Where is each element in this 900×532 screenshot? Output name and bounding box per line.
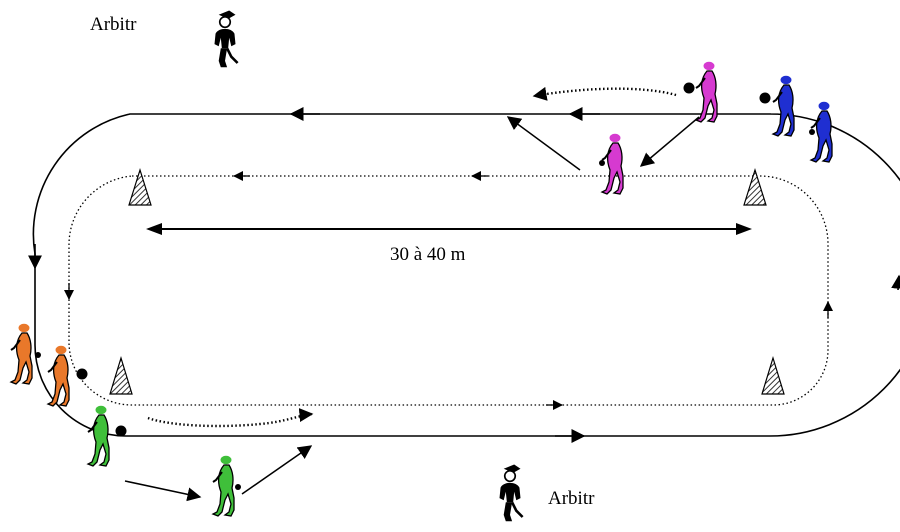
striped-cone-icon [109, 355, 133, 395]
move-arrow-green-up-right [241, 445, 313, 495]
ball-icon [809, 129, 815, 135]
referee-icon [498, 463, 524, 523]
running-player-icon [212, 454, 235, 517]
ball-run-arrow-bottom [147, 408, 314, 428]
distance-label: 30 à 40 m [390, 244, 466, 265]
ball-icon [599, 160, 605, 166]
referee-label: Arbitr [548, 488, 595, 509]
ball-icon [683, 82, 695, 94]
move-arrow-pink-down-left [639, 116, 700, 167]
ball-icon [35, 352, 41, 358]
running-player-icon [10, 322, 33, 385]
striped-cone-icon [743, 167, 767, 206]
ball-run-arrow-top [532, 86, 677, 101]
running-player-icon [601, 132, 624, 195]
referee-icon [213, 9, 239, 69]
outer-track [32, 113, 900, 437]
striped-cone-icon [761, 355, 785, 395]
running-player-icon [87, 404, 110, 467]
outer-arrow-right [891, 274, 900, 291]
ball-icon [759, 92, 771, 104]
move-arrow-pink-up-left [506, 116, 581, 171]
move-arrow-green-right [124, 480, 202, 502]
ball-icon [76, 368, 88, 380]
running-player-icon [772, 74, 795, 137]
running-player-icon [695, 60, 718, 123]
referee-label: Arbitr [90, 14, 137, 35]
inner-dotted-track [68, 175, 829, 406]
ball-icon [235, 484, 241, 490]
striped-cone-icon [128, 167, 152, 206]
ball-icon [115, 425, 127, 437]
